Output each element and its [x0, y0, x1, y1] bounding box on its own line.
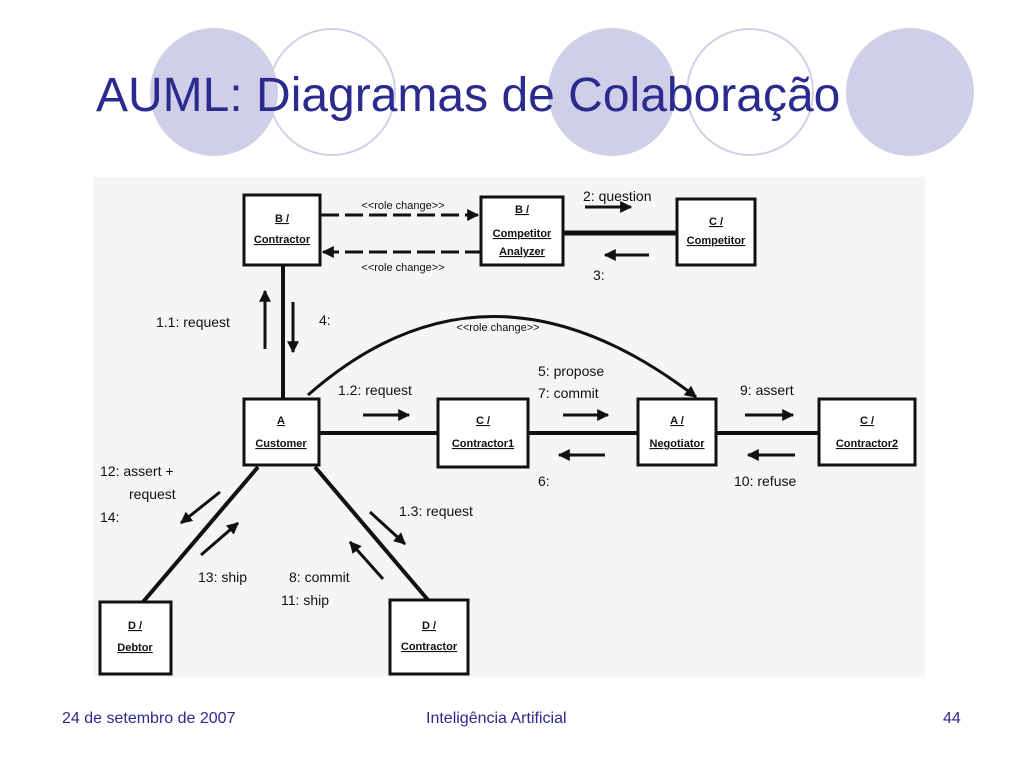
svg-text:Analyzer: Analyzer — [499, 246, 546, 258]
node-c-contractor1: C / Contractor1 — [436, 397, 530, 469]
label-assert-12: 12: assert + — [100, 463, 174, 479]
message-arrows — [180, 201, 795, 580]
arrow-assert-12 — [180, 490, 221, 525]
label-msg3: 3: — [593, 267, 605, 283]
label-msg14: 14: — [100, 509, 119, 525]
role-change-arc — [307, 315, 697, 399]
svg-text:A /: A / — [670, 415, 684, 427]
svg-text:Contractor1: Contractor1 — [452, 438, 514, 450]
footer-page-number: 44 — [943, 710, 961, 727]
svg-text:D /: D / — [422, 620, 436, 632]
svg-text:D /: D / — [128, 620, 142, 632]
svg-text:Contractor: Contractor — [401, 641, 458, 653]
label-role-change-bottom: <<role change>> — [361, 262, 444, 274]
arrow-commit-ship — [348, 541, 385, 580]
slide-title: AUML: Diagramas de Colaboração — [96, 69, 841, 122]
decorative-circle — [150, 28, 278, 156]
svg-text:Contractor2: Contractor2 — [836, 438, 898, 450]
node-a-customer: A Customer — [242, 397, 321, 467]
svg-text:C /: C / — [709, 216, 723, 228]
node-b-contractor: B / Contractor — [242, 193, 322, 267]
footer-date: 24 de setembro de 2007 — [62, 710, 236, 727]
svg-text:Negotiator: Negotiator — [650, 438, 706, 450]
footer-course: Inteligência Artificial — [426, 710, 567, 727]
label-ship-13: 13: ship — [198, 569, 247, 585]
label-request-1-3: 1.3: request — [399, 503, 473, 519]
label-question: 2: question — [583, 188, 652, 204]
svg-text:B /: B / — [515, 204, 529, 216]
collaboration-diagram-panel: B / Contractor B / Competitor Analyzer C… — [93, 177, 925, 677]
collaboration-diagram: B / Contractor B / Competitor Analyzer C… — [98, 188, 917, 676]
label-assert-9: 9: assert — [740, 382, 794, 398]
node-b-competitor-analyzer: B / Competitor Analyzer — [479, 195, 565, 267]
label-ship-11: 11: ship — [281, 592, 329, 608]
svg-text:Contractor: Contractor — [254, 234, 311, 246]
label-role-change-arc: <<role change>> — [456, 322, 539, 334]
svg-text:A: A — [277, 415, 285, 427]
label-propose: 5: propose — [538, 363, 604, 379]
link-customer-debtor — [141, 465, 260, 604]
svg-text:Debtor: Debtor — [117, 642, 153, 654]
label-refuse-10: 10: refuse — [734, 473, 796, 489]
svg-text:C /: C / — [860, 415, 874, 427]
label-msg6: 6: — [538, 473, 550, 489]
label-commit-8: 8: commit — [289, 569, 350, 585]
svg-text:Competitor: Competitor — [687, 235, 746, 247]
label-assert-12-request: request — [129, 486, 176, 502]
connector-lines — [141, 209, 819, 604]
arrow-ship-13 — [200, 521, 239, 557]
node-a-negotiator: A / Negotiator — [636, 397, 718, 467]
label-request-1-2: 1.2: request — [338, 382, 412, 398]
label-commit-7: 7: commit — [538, 385, 599, 401]
message-labels: <<role change>> <<role change>> <<role c… — [100, 188, 796, 608]
svg-text:Competitor: Competitor — [493, 228, 552, 240]
node-d-debtor: D / Debtor — [98, 600, 173, 676]
decorative-circle — [686, 28, 814, 156]
decorative-circle — [268, 28, 396, 156]
node-d-contractor: D / Contractor — [388, 598, 470, 676]
arrow-request-1-3 — [368, 510, 407, 546]
decorative-circle — [846, 28, 974, 156]
node-c-competitor: C / Competitor — [675, 197, 757, 267]
decorative-circle — [548, 28, 676, 156]
svg-text:Customer: Customer — [255, 438, 307, 450]
label-msg4: 4: — [319, 312, 331, 328]
svg-text:C /: C / — [476, 415, 490, 427]
svg-text:B /: B / — [275, 213, 289, 225]
link-customer-dcontractor — [313, 465, 430, 602]
label-request-1-1: 1.1: request — [156, 314, 230, 330]
node-c-contractor2: C / Contractor2 — [817, 397, 917, 467]
label-role-change-top: <<role change>> — [361, 200, 444, 212]
